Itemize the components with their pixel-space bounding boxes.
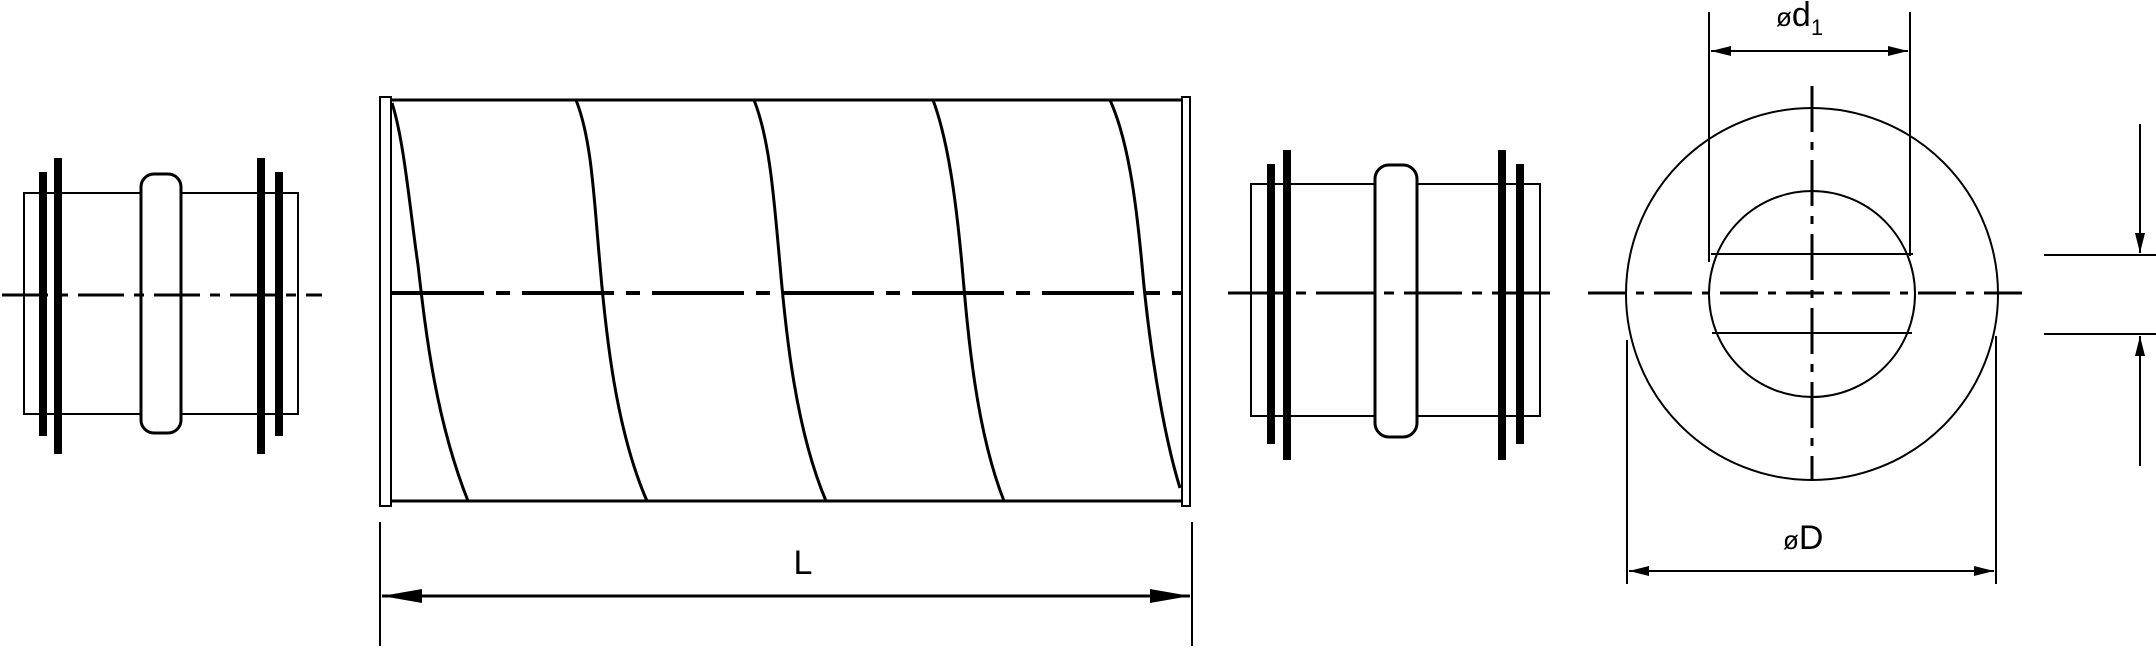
body-left-end-flange	[379, 96, 392, 507]
left-coupling-ring	[139, 172, 183, 435]
outer-diameter-label: øD	[1783, 519, 1823, 557]
spiral-seam-3	[752, 99, 828, 502]
outer-diameter-symbol: ø	[1783, 525, 1799, 555]
length-dimension	[379, 522, 1193, 646]
length-label: L	[794, 544, 813, 582]
left-coupling	[2, 158, 322, 454]
spiral-seam-1	[390, 102, 470, 502]
spiral-seam-2	[574, 99, 649, 502]
inner-diameter-letter: d	[1792, 0, 1811, 34]
outer-diameter-dimension	[1626, 336, 1997, 584]
spiral-seam-5	[1108, 99, 1182, 489]
inner-diameter-label: ød1	[1776, 0, 1823, 40]
middle-coupling	[1228, 150, 1560, 460]
end-view	[1588, 86, 2030, 481]
middle-coupling-ring	[1373, 163, 1419, 439]
silencer-body	[379, 96, 1191, 507]
outer-diameter-letter: D	[1799, 519, 1824, 557]
spiral-seam-4	[931, 99, 1006, 502]
baffle-thickness-dimension	[2044, 124, 2156, 466]
body-right-end-flange	[1181, 96, 1191, 507]
inner-diameter-dimension	[1708, 12, 1911, 262]
inner-diameter-subscript: 1	[1811, 15, 1823, 40]
inner-diameter-symbol: ø	[1776, 2, 1792, 32]
